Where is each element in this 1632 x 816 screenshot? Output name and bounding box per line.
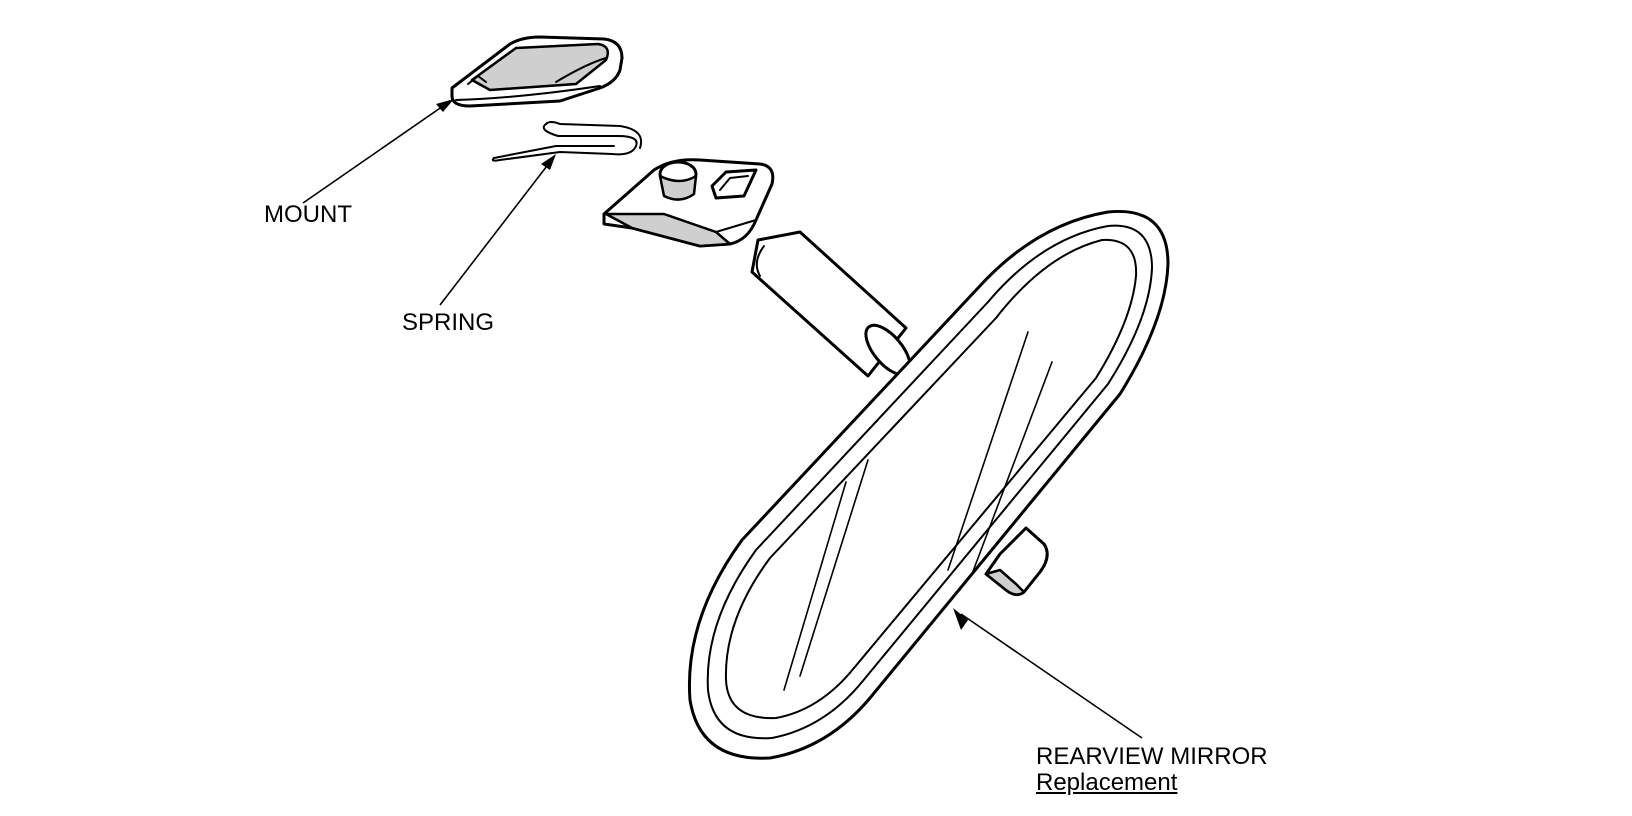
mirror-stem xyxy=(750,230,912,378)
spring-arrowhead xyxy=(541,154,556,170)
mirror-arrowhead xyxy=(953,608,968,630)
leader-lines xyxy=(302,99,1143,739)
spring-label-text: SPRING xyxy=(402,309,495,336)
mirror-leader xyxy=(960,613,1143,739)
spring-part xyxy=(491,121,642,162)
spring-label: SPRING xyxy=(402,310,494,336)
mirror-mount-head xyxy=(602,158,775,248)
mirror-subtitle-link[interactable]: Replacement xyxy=(1036,769,1178,796)
mount-part xyxy=(450,35,624,108)
mirror-body xyxy=(687,209,1170,760)
mount-label-text: MOUNT xyxy=(264,201,352,228)
mirror-label-text: REARVIEW MIRROR xyxy=(1036,743,1268,770)
mirror-label: REARVIEW MIRROR Replacement xyxy=(1036,744,1268,796)
mount-arrowhead xyxy=(436,99,454,112)
spring-leader xyxy=(439,161,551,306)
mount-leader xyxy=(302,103,447,204)
mount-label: MOUNT xyxy=(264,202,352,228)
